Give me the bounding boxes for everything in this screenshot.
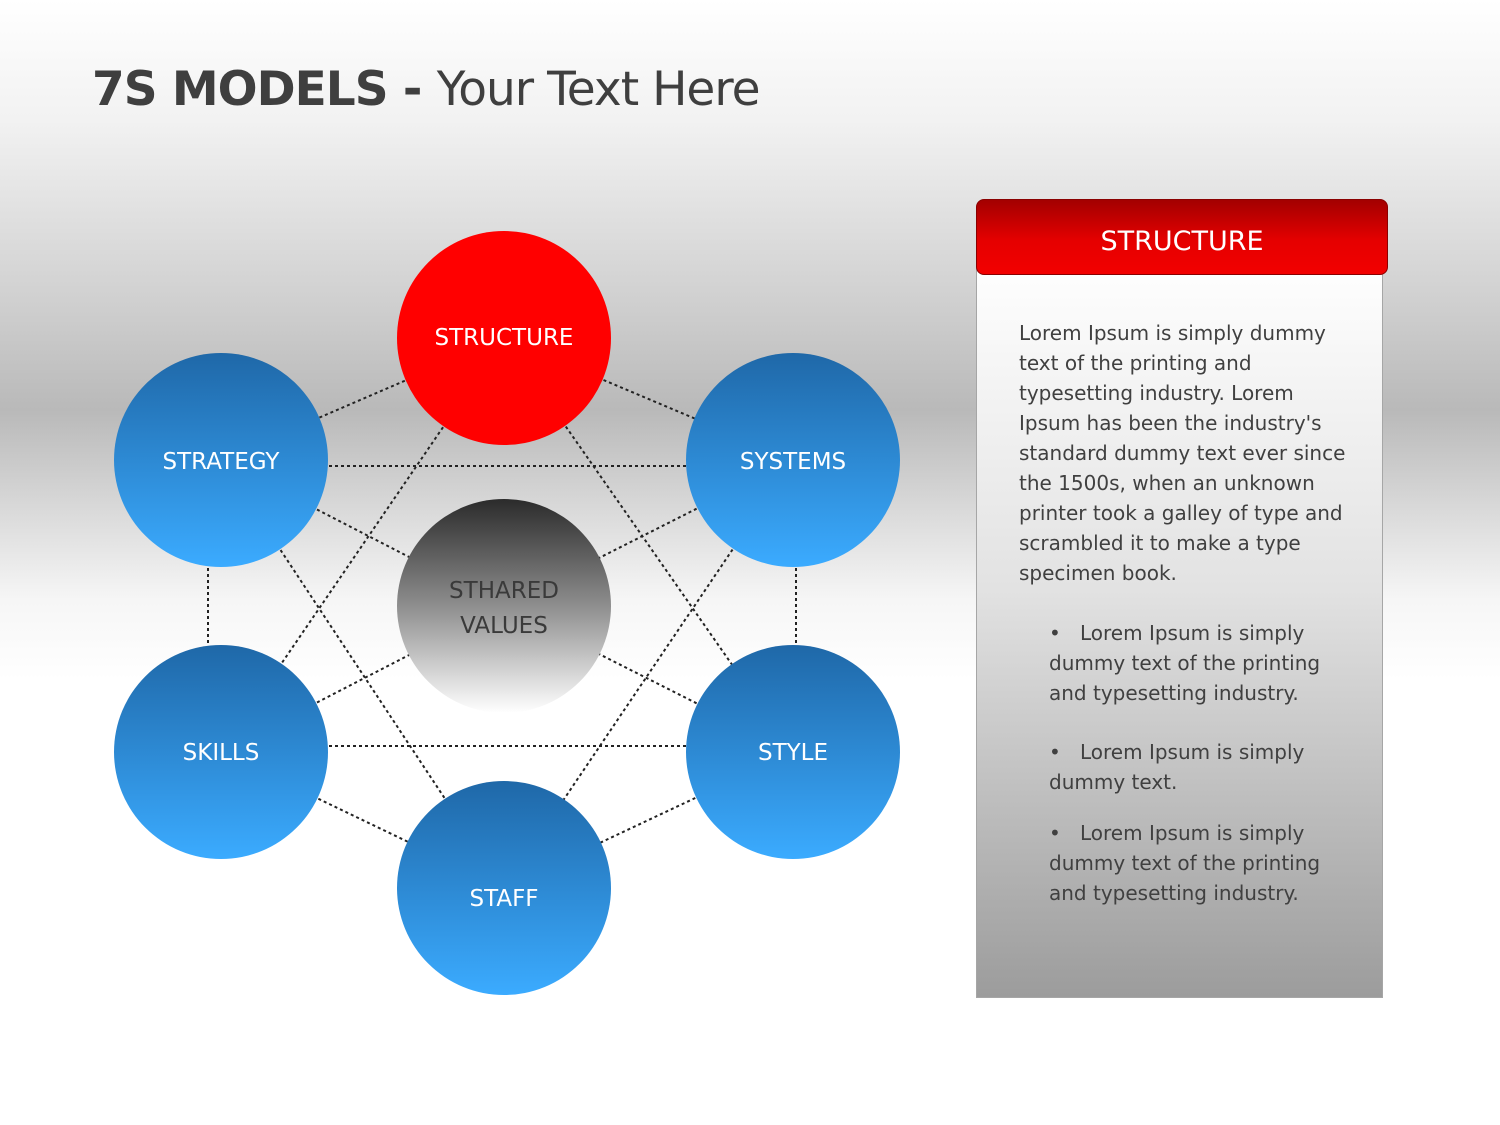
- node-staff-label: STAFF: [469, 886, 538, 912]
- bullet-text: Lorem Ipsum is simply dummy text of the …: [1049, 621, 1321, 705]
- bullet-text: Lorem Ipsum is simply dummy text of the …: [1049, 821, 1321, 905]
- title-bold: 7S MODELS -: [92, 62, 437, 117]
- bullet-dot-icon: •: [1049, 821, 1061, 845]
- node-staff[interactable]: STAFF: [397, 781, 611, 995]
- node-structure[interactable]: STRUCTURE: [397, 231, 611, 445]
- bullet-text: Lorem Ipsum is simply dummy text.: [1049, 740, 1305, 794]
- node-skills[interactable]: SKILLS: [114, 645, 328, 859]
- info-panel-bullets: •Lorem Ipsum is simply dummy text of the…: [1049, 618, 1349, 937]
- bullet-item: •Lorem Ipsum is simply dummy text of the…: [1049, 618, 1349, 708]
- link-structure-systems: [503, 337, 794, 461]
- node-style[interactable]: STYLE: [686, 645, 900, 859]
- page-title: 7S MODELS - Your Text Here: [92, 62, 761, 117]
- node-skills-label: SKILLS: [183, 740, 260, 766]
- node-style-label: STYLE: [758, 740, 828, 766]
- bullet-item: •Lorem Ipsum is simply dummy text.: [1049, 737, 1349, 797]
- node-strategy[interactable]: STRATEGY: [114, 353, 328, 567]
- node-structure-label: STRUCTURE: [435, 325, 574, 351]
- node-strategy-label: STRATEGY: [163, 449, 281, 475]
- node-systems-label: SYSTEMS: [740, 449, 846, 475]
- bullet-dot-icon: •: [1049, 621, 1061, 645]
- link-skills-staff: [220, 751, 505, 889]
- node-shared-values-label-1: STHARED: [449, 578, 559, 604]
- info-panel-header: STRUCTURE: [976, 199, 1388, 275]
- info-panel-body: Lorem Ipsum is simply dummy text of the …: [1019, 321, 1346, 585]
- node-shared-values[interactable]: STHARED VALUES: [397, 499, 611, 713]
- node-systems[interactable]: SYSTEMS: [686, 353, 900, 567]
- node-shared-values-label-2: VALUES: [460, 613, 548, 639]
- info-panel: [976, 256, 1383, 998]
- title-normal: Your Text Here: [436, 62, 761, 117]
- bullet-item: •Lorem Ipsum is simply dummy text of the…: [1049, 818, 1349, 908]
- bullet-dot-icon: •: [1049, 740, 1061, 764]
